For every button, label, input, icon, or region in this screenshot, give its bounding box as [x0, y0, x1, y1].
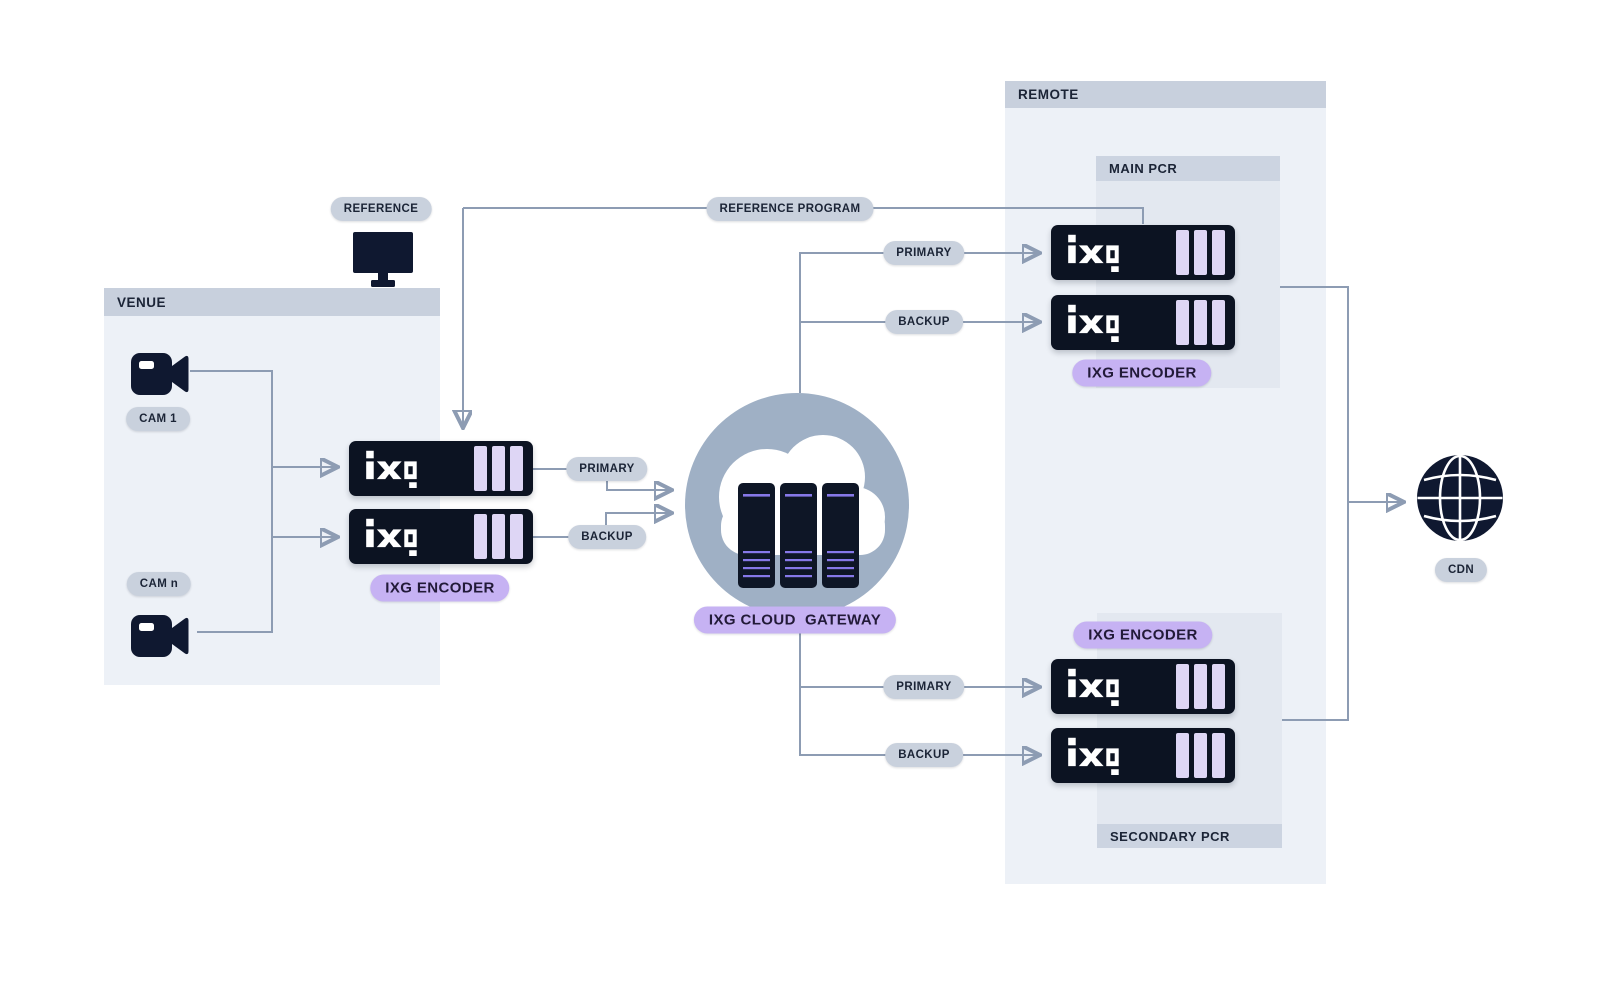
device-led-bars: [1176, 230, 1225, 275]
main-pcr-encoder-2-device: [1051, 295, 1235, 350]
main-backup-label: BACKUP: [885, 310, 963, 334]
venue-backup-label: BACKUP: [568, 525, 646, 549]
wire-reference-program: [463, 207, 1144, 224]
reference-monitor-icon: [353, 232, 413, 287]
ixg-logo: [366, 518, 417, 556]
device-led-bars: [1176, 664, 1225, 709]
device-led-bars: [474, 514, 523, 559]
ixg-logo: [366, 450, 417, 488]
main-primary-label: PRIMARY: [883, 241, 965, 265]
secondary-encoder-label: IXG ENCODER: [1073, 621, 1213, 649]
ixg-logo: [1068, 668, 1119, 706]
secondary-backup-label: BACKUP: [885, 743, 963, 767]
cloud-gateway: [685, 393, 909, 617]
reference-program-label: REFERENCE PROGRAM: [706, 197, 874, 221]
venue-primary-label: PRIMARY: [566, 457, 648, 481]
ixg-logo: [1068, 234, 1119, 272]
secondary-pcr-encoder-1-device: [1051, 659, 1235, 714]
ixg-logo: [1068, 304, 1119, 342]
device-led-bars: [1176, 733, 1225, 778]
venue-encoder-2-device: [349, 509, 533, 564]
cam-n-icon: [131, 615, 189, 657]
wire-camera-trunk: [190, 370, 273, 633]
wire-cdn-collector: [1280, 286, 1349, 721]
secondary-pcr-encoder-2-device: [1051, 728, 1235, 783]
secondary-pcr-panel-title: SECONDARY PCR: [1097, 824, 1282, 848]
reference-label: REFERENCE: [330, 197, 432, 221]
cloud-gateway-label: IXG CLOUD GATEWAY: [693, 606, 897, 634]
venue-encoder-1-device: [349, 441, 533, 496]
main-encoder-label: IXG ENCODER: [1072, 359, 1212, 387]
venue-panel-title: VENUE: [104, 288, 440, 316]
device-led-bars: [474, 446, 523, 491]
cam-1-icon: [131, 353, 189, 395]
main-pcr-encoder-1-device: [1051, 225, 1235, 280]
venue-encoder-label: IXG ENCODER: [370, 574, 510, 602]
main-pcr-panel-title: MAIN PCR: [1096, 156, 1280, 181]
cdn-label: CDN: [1434, 558, 1488, 582]
cam-1-label: CAM 1: [126, 407, 190, 431]
cam-n-label: CAM n: [126, 572, 192, 596]
cdn-globe-icon: [1417, 454, 1503, 542]
ixg-logo: [1068, 737, 1119, 775]
gateway-servers-icon: [738, 483, 859, 588]
remote-panel-title: REMOTE: [1005, 81, 1326, 108]
cloud-gateway-icon: [685, 393, 909, 617]
device-led-bars: [1176, 300, 1225, 345]
secondary-primary-label: PRIMARY: [883, 675, 965, 699]
